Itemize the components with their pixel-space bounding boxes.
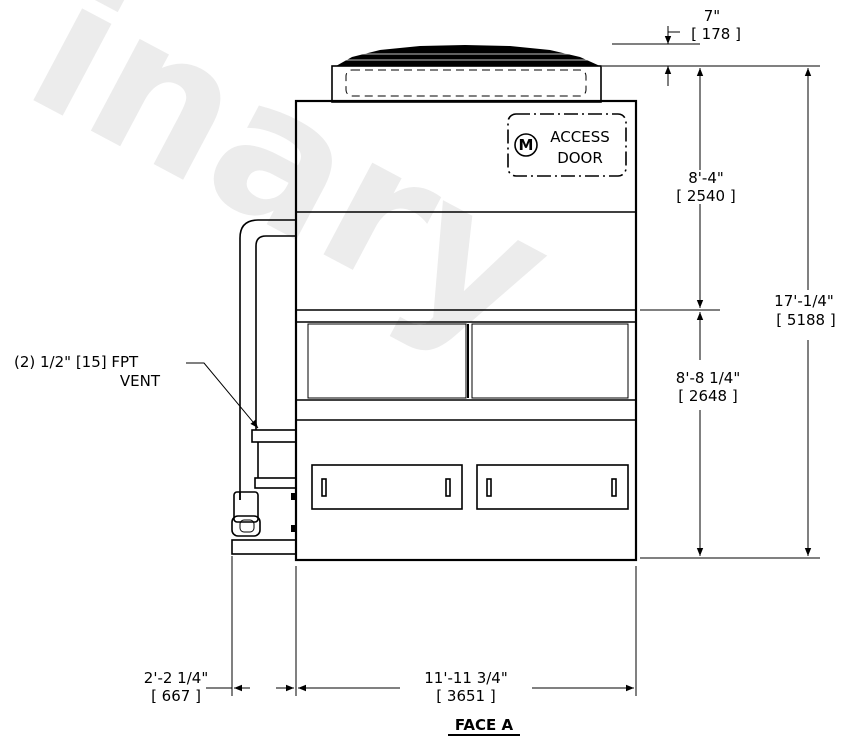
dim-unit-width: 11'-11 3/4" [ 3651 ] (298, 669, 634, 705)
logo-letter: M (519, 136, 534, 154)
access-door-line1: ACCESS (550, 128, 609, 146)
side-piping (231, 219, 297, 555)
dim-unit-width-imperial: 11'-11 3/4" (424, 669, 508, 687)
dim-unit-width-metric: [ 3651 ] (436, 687, 495, 705)
dim-upper-height-imperial: 8'-4" (688, 169, 724, 187)
bottom-extension-lines (231, 556, 637, 696)
fan-guard (336, 45, 600, 66)
dim-lower-height-imperial: 8'-8 1/4" (676, 369, 740, 387)
dim-lower-height: 8'-8 1/4" [ 2648 ] (640, 312, 820, 559)
dim-overall-height: 17'-1/4" [ 5188 ] (774, 68, 836, 556)
dim-top-offset: 7" [ 178 ] (612, 7, 741, 86)
manufacturer-logo-icon (514, 133, 538, 157)
dim-piping-offset: 2'-2 1/4" [ 667 ] (144, 669, 294, 705)
vent-callout-line1: (2) 1/2" [15] FPT (14, 353, 139, 371)
view-title: FACE A (448, 716, 520, 736)
access-door-line2: DOOR (557, 149, 603, 167)
basin-panels (311, 464, 629, 510)
dim-upper-height: 8'-4" [ 2540 ] (602, 65, 820, 311)
dim-upper-height-metric: [ 2540 ] (676, 187, 735, 205)
dim-top-offset-metric: [ 178 ] (691, 25, 741, 43)
unit-casing (294, 99, 638, 562)
air-inlet-louvers (307, 323, 629, 399)
access-door-label: M ACCESS DOOR (507, 113, 627, 177)
dim-overall-height-metric: [ 5188 ] (776, 311, 835, 329)
view-title-text: FACE A (455, 716, 514, 734)
dim-piping-offset-metric: [ 667 ] (151, 687, 201, 705)
dim-lower-height-metric: [ 2648 ] (678, 387, 737, 405)
dim-piping-offset-imperial: 2'-2 1/4" (144, 669, 208, 687)
vent-callout-line2: VENT (120, 372, 161, 390)
vent-callout: (2) 1/2" [15] FPT VENT (14, 353, 259, 429)
dim-top-offset-imperial: 7" (704, 7, 720, 25)
dim-overall-height-imperial: 17'-1/4" (774, 292, 834, 310)
